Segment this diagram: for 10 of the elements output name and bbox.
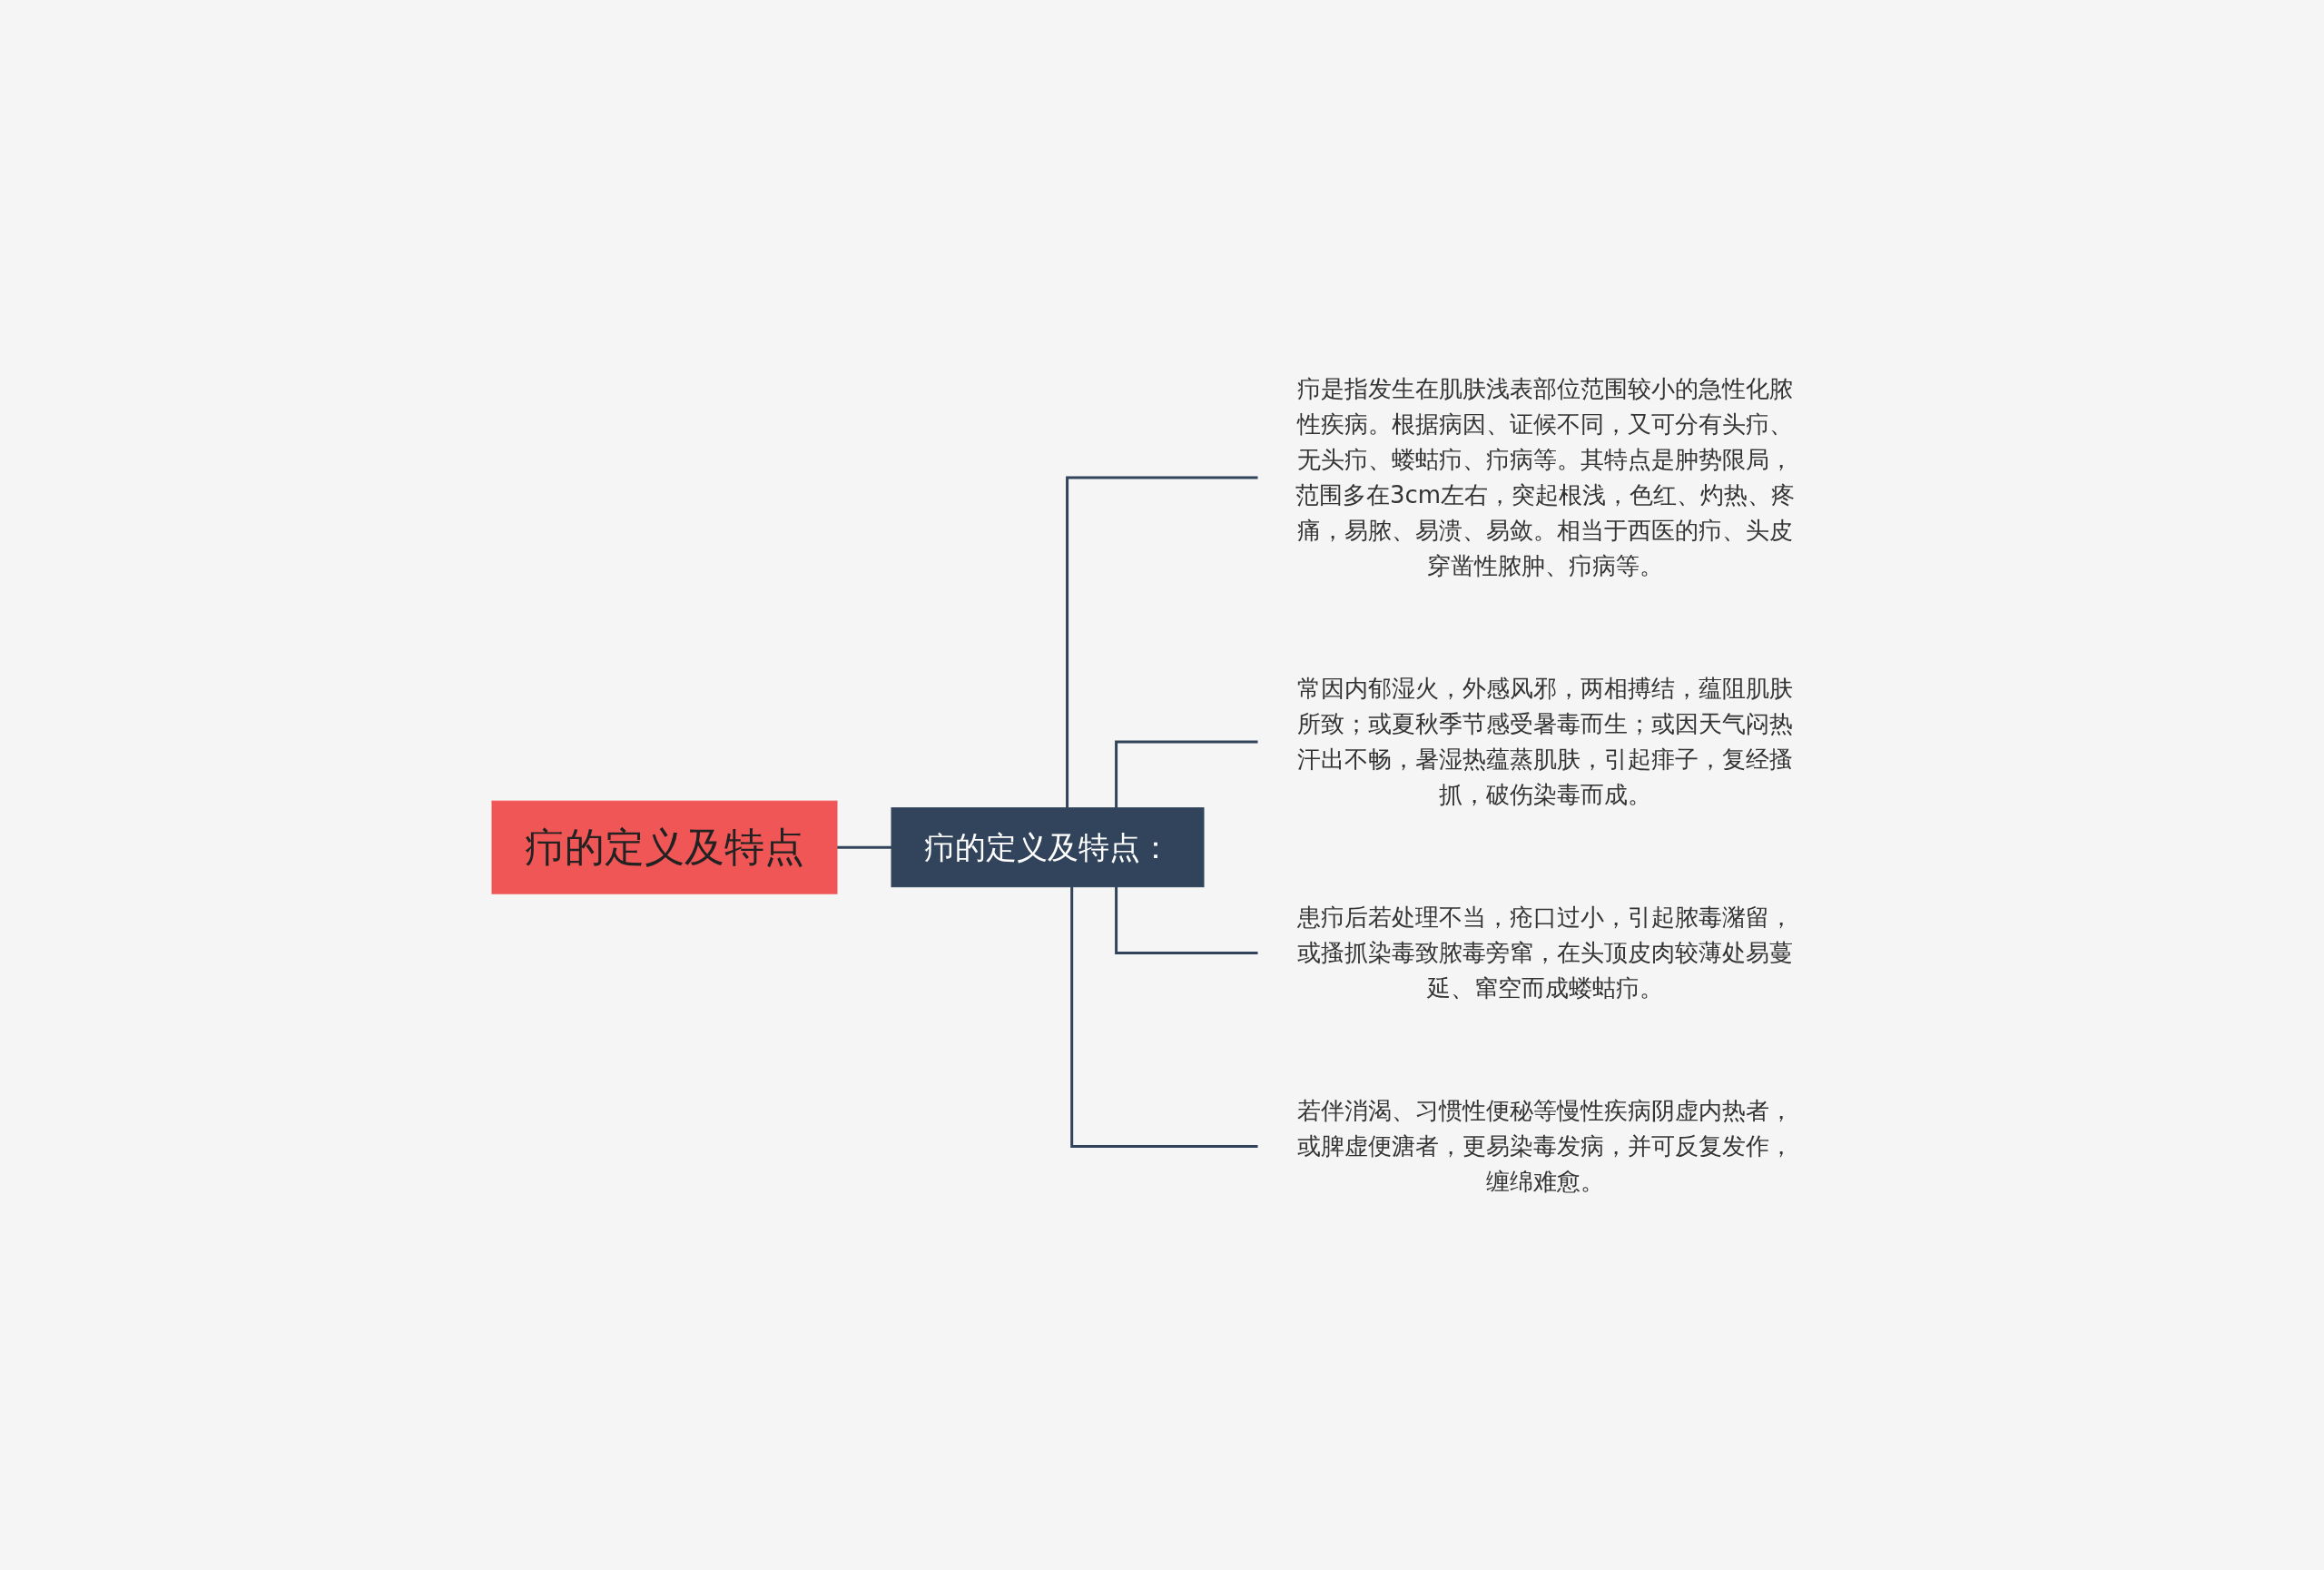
node-box: 疖的定义及特点： (891, 806, 1205, 887)
node-box: 疖的定义及特点 (491, 800, 838, 894)
connector (1115, 740, 1258, 808)
connector (1066, 476, 1258, 808)
node-text: 疖是指发生在肌肤浅表部位范围较小的急性化脓性疾病。根据病因、证候不同，又可分有头疖、无头疖、蝼蛄疖、疖病等。其特点是肿势限局，范围多在3cm左右，突起根浅，色红、灼热、疼痛，易脓、易溃、易敛。相当于西医的疖、头皮穿凿性脓肿、疖病等。 (1295, 374, 1796, 579)
connector (1115, 886, 1258, 954)
node-text: 若伴消渴、习惯性便秘等慢性疾病阴虚内热者，或脾虚便溏者，更易染毒发病，并可反复发作，缠绵难愈。 (1297, 1096, 1793, 1195)
connector (1070, 886, 1258, 1148)
node-text: 患疖后若处理不当，疮口过小，引起脓毒潴留，或搔抓染毒致脓毒旁窜，在头顶皮肉较薄处易蔓延、窜空而成蝼蛄疖。 (1297, 903, 1793, 1002)
node-text: 常因内郁湿火，外感风邪，两相搏结，蕴阻肌肤所致；或夏秋季节感受暑毒而生；或因天气闷热汗出不畅，暑湿热蕴蒸肌肤，引起痱子，复经搔抓，破伤染毒而成。 (1297, 674, 1793, 808)
